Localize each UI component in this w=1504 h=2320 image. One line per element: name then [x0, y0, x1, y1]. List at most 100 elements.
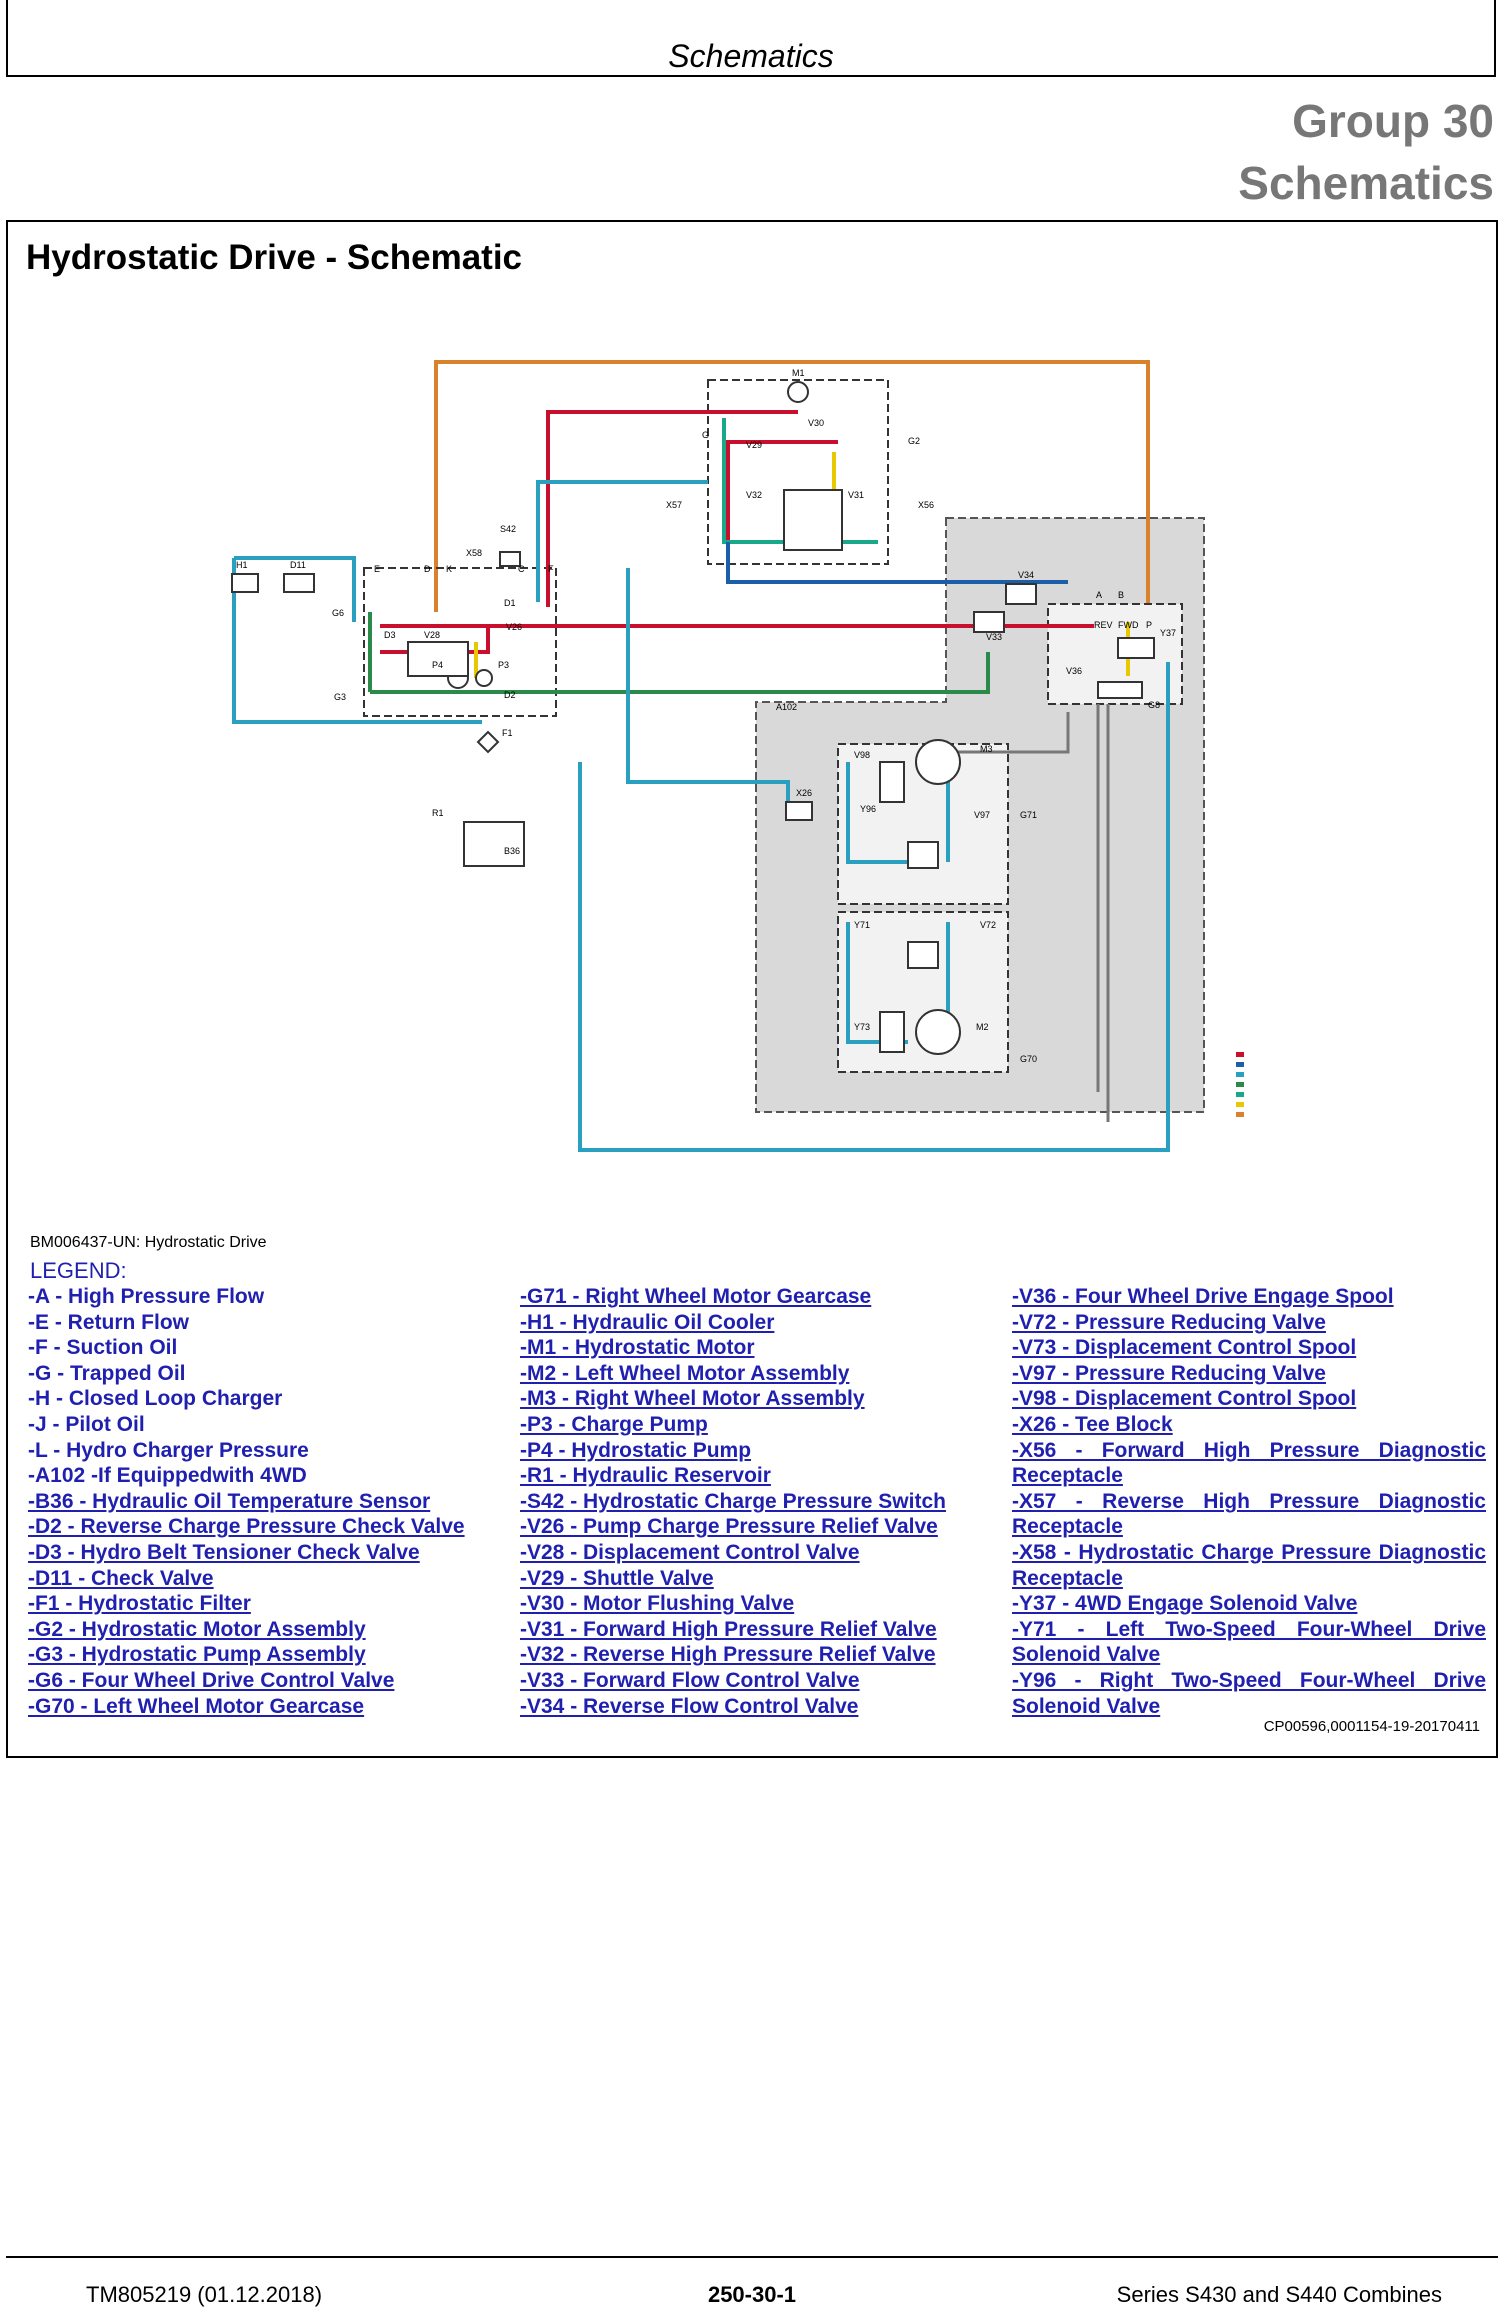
legend-link[interactable]: -G71 - Right Wheel Motor Gearcase — [520, 1285, 872, 1308]
legend-link[interactable]: -Y37 - 4WD Engage Solenoid Valve — [1012, 1592, 1358, 1616]
label-m3: M3 — [980, 744, 993, 754]
label-g71: G71 — [1020, 810, 1037, 820]
legend-link[interactable]: -V98 - Displacement Control Spool — [1012, 1387, 1357, 1411]
return-line-f — [726, 542, 1068, 584]
hydraulic-reservoir — [463, 821, 525, 867]
label-v31: V31 — [848, 490, 864, 500]
solenoid-valve-y71 — [907, 941, 939, 969]
group-number: Group 30 — [1292, 95, 1494, 147]
legend-link[interactable]: -S42 - Hydrostatic Charge Pressure Switc… — [520, 1489, 946, 1513]
legend-link[interactable]: -M3 - Right Wheel Motor Assembly — [520, 1387, 865, 1411]
label-p4: P4 — [432, 660, 443, 670]
legend-link[interactable]: -X26 - Tee Block — [1012, 1412, 1173, 1436]
label-x57: X57 — [666, 500, 682, 510]
legend-item: -G - Trapped Oil — [28, 1361, 186, 1385]
return-line-g — [846, 762, 908, 864]
solenoid-valve-y37 — [1117, 637, 1155, 659]
label-g3: G3 — [334, 692, 346, 702]
label-g70: G70 — [1020, 1054, 1037, 1064]
label-v72: V72 — [980, 920, 996, 930]
legend-link[interactable]: -V72 - Pressure Reducing Valve — [1012, 1310, 1326, 1334]
label-v34: V34 — [1018, 570, 1034, 580]
legend-link[interactable]: -V29 - Shuttle Valve — [520, 1566, 714, 1590]
return-line-d — [626, 568, 790, 802]
label-v28: V28 — [424, 630, 440, 640]
legend-link[interactable]: -V26 - Pump Charge Pressure Relief Valve — [520, 1515, 938, 1539]
legend-link[interactable]: -X56 - Forward High Pressure Diagnostic … — [1012, 1438, 1486, 1488]
legend-link[interactable]: -M2 - Left Wheel Motor Assembly — [520, 1361, 850, 1385]
legend-link[interactable]: -G2 - Hydrostatic Motor Assembly — [28, 1617, 366, 1641]
label-g6: G6 — [332, 608, 344, 618]
label-port-g: G — [702, 430, 709, 440]
left-wheel-motor — [915, 1009, 961, 1055]
label-x56: X56 — [918, 500, 934, 510]
label-x58: X58 — [466, 548, 482, 558]
legend-link[interactable]: -Y96 - Right Two-Speed Four-Wheel Drive … — [1012, 1668, 1486, 1718]
legend-item: -L - Hydro Charger Pressure — [28, 1438, 309, 1462]
legend-link[interactable]: -V34 - Reverse Flow Control Valve — [520, 1694, 859, 1718]
right-wheel-motor — [915, 739, 961, 785]
legend-link[interactable]: -V33 - Forward Flow Control Valve — [520, 1668, 860, 1692]
legend-link[interactable]: -V30 - Motor Flushing Valve — [520, 1592, 795, 1616]
legend-link[interactable]: -F1 - Hydrostatic Filter — [28, 1592, 251, 1616]
legend-link[interactable]: -D2 - Reverse Charge Pressure Check Valv… — [28, 1515, 465, 1539]
legend-link[interactable]: -X58 - Hydrostatic Charge Pressure Diagn… — [1012, 1540, 1486, 1590]
legend-link[interactable]: -V73 - Displacement Control Spool — [1012, 1336, 1357, 1360]
label-port-f: F — [548, 564, 554, 574]
legend-link[interactable]: -R1 - Hydraulic Reservoir — [520, 1464, 771, 1488]
legend-link[interactable]: -V36 - Four Wheel Drive Engage Spool — [1012, 1285, 1394, 1308]
motor-valve-block — [783, 489, 843, 551]
legend-link[interactable]: -G3 - Hydrostatic Pump Assembly — [28, 1643, 366, 1667]
legend-link[interactable]: -V31 - Forward High Pressure Relief Valv… — [520, 1617, 937, 1641]
legend-item: -J - Pilot Oil — [28, 1412, 145, 1436]
pump-assembly-box — [363, 567, 557, 717]
legend-link[interactable]: -M1 - Hydrostatic Motor — [520, 1336, 755, 1360]
label-p3: P3 — [498, 660, 509, 670]
label-h1: H1 — [236, 560, 248, 570]
displacement-spool-v98 — [879, 761, 905, 803]
label-r1: R1 — [432, 808, 444, 818]
label-y71: Y71 — [854, 920, 870, 930]
label-port-a: A — [1096, 590, 1102, 600]
legend-column-1: -A - High Pressure Flow -E - Return Flow… — [28, 1284, 502, 1719]
legend-column-3: -V36 - Four Wheel Drive Engage Spool -V7… — [1012, 1284, 1486, 1719]
label-d3: D3 — [384, 630, 396, 640]
displacement-spool-v73 — [879, 1011, 905, 1053]
legend-link[interactable]: -X57 - Reverse High Pressure Diagnostic … — [1012, 1489, 1486, 1539]
label-port-e: E — [374, 564, 380, 574]
charge-pump — [475, 669, 493, 687]
legend-link[interactable]: -V97 - Pressure Reducing Valve — [1012, 1361, 1326, 1385]
legend-link[interactable]: -V32 - Reverse High Pressure Relief Valv… — [520, 1643, 936, 1667]
legend-item: -F - Suction Oil — [28, 1336, 178, 1360]
label-d11: D11 — [290, 560, 306, 570]
label-f1: F1 — [502, 728, 513, 738]
legend-link[interactable]: -H1 - Hydraulic Oil Cooler — [520, 1310, 775, 1334]
legend-link[interactable]: -G70 - Left Wheel Motor Gearcase — [28, 1694, 365, 1718]
legend-link[interactable]: -P4 - Hydrostatic Pump — [520, 1438, 752, 1462]
high-pressure-line-c — [726, 440, 838, 548]
label-d1: D1 — [504, 598, 516, 608]
footer-manual-id: TM805219 (01.12.2018) — [86, 2282, 323, 2307]
label-port-k: K — [446, 564, 452, 574]
check-valve-d11 — [283, 573, 315, 593]
label-s42: S42 — [500, 524, 516, 534]
legend-item: -E - Return Flow — [28, 1310, 189, 1334]
flow-control-valve-v33 — [973, 611, 1005, 633]
case-drain-line-a — [948, 704, 1110, 1122]
legend-link[interactable]: -V28 - Displacement Control Valve — [520, 1540, 860, 1564]
legend-link[interactable]: -D11 - Check Valve — [28, 1566, 214, 1590]
legend-link[interactable]: -P3 - Charge Pump — [520, 1412, 708, 1436]
legend-item: -A102 -If Equippedwith 4WD — [28, 1464, 307, 1488]
label-a102: A102 — [776, 702, 797, 712]
legend-link[interactable]: -B36 - Hydraulic Oil Temperature Sensor — [28, 1489, 431, 1513]
trapped-oil-line-d — [554, 652, 990, 694]
label-v30: V30 — [808, 418, 824, 428]
footer-page-number: 250-30-1 — [707, 2282, 797, 2307]
legend-link[interactable]: -G6 - Four Wheel Drive Control Valve — [28, 1668, 395, 1692]
label-port-d: D — [424, 564, 431, 574]
solenoid-valve-y96 — [907, 841, 939, 869]
label-port-c: C — [518, 564, 525, 574]
label-d2: D2 — [504, 690, 516, 700]
legend-link[interactable]: -Y71 - Left Two-Speed Four-Wheel Drive S… — [1012, 1617, 1486, 1667]
legend-link[interactable]: -D3 - Hydro Belt Tensioner Check Valve — [28, 1540, 420, 1564]
